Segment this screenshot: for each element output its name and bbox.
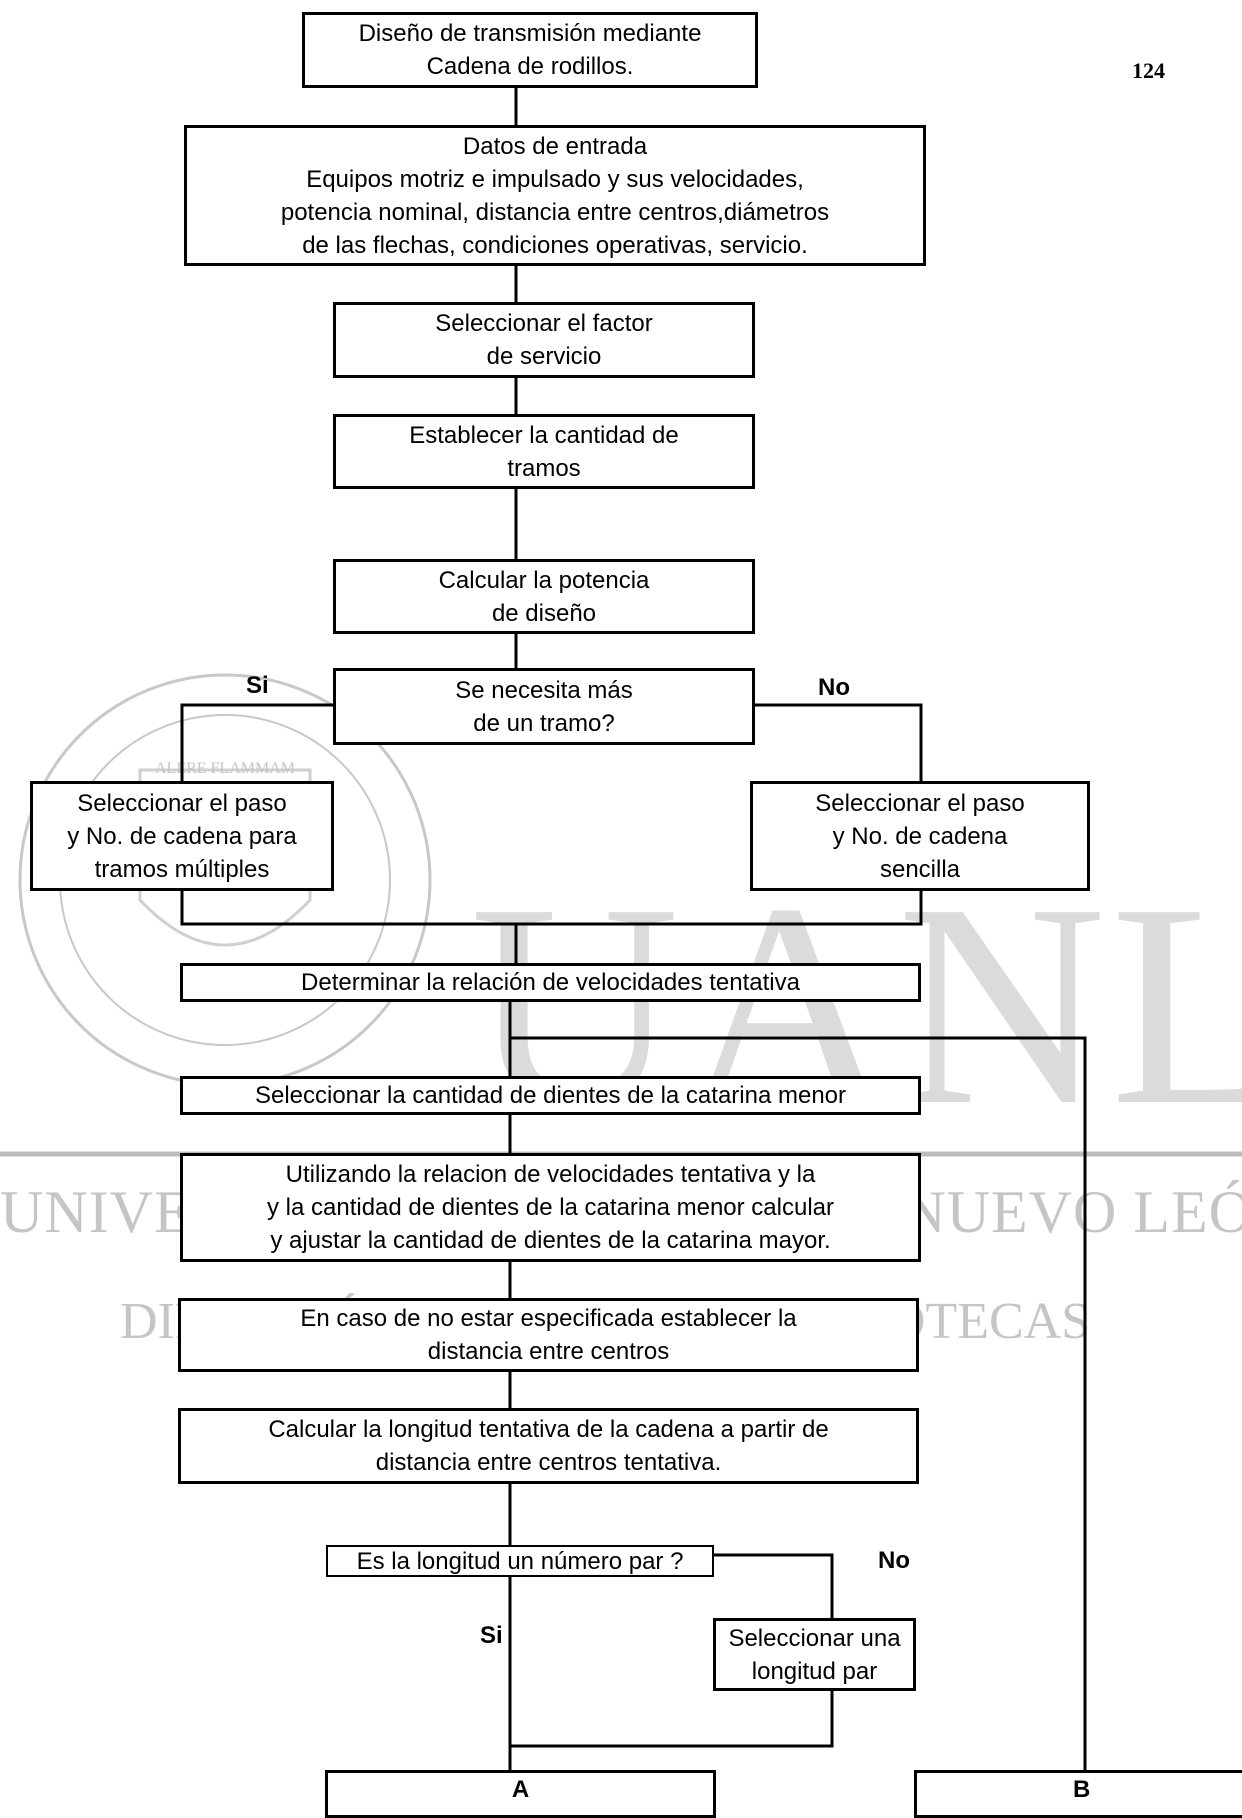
connector-b-label: B [1073, 1776, 1091, 1803]
strands-box: Establecer la cantidad de tramos [333, 414, 755, 489]
connector-b-box: B [914, 1770, 1242, 1818]
connector-a-box: A [325, 1770, 716, 1818]
input-data-box: Datos de entrada Equipos motriz e impuls… [184, 125, 926, 266]
speed-ratio-box: Determinar la relación de velocidades te… [180, 963, 921, 1002]
decision-strands-box: Se necesita más de un tramo? [333, 668, 755, 745]
center-distance-box: En caso de no estar especificada estable… [178, 1298, 919, 1372]
even-length-box: Seleccionar una longitud par [713, 1618, 916, 1691]
no-label-strands: No [818, 674, 850, 701]
small-sprocket-box: Seleccionar la cantidad de dientes de la… [180, 1076, 921, 1115]
single-strand-box: Seleccionar el paso y No. de cadena senc… [750, 781, 1090, 891]
yes-label-even: Si [480, 1622, 503, 1649]
service-factor-box: Seleccionar el factor de servicio [333, 302, 755, 378]
page-number: 124 [1132, 58, 1165, 83]
decision-even-box: Es la longitud un número par ? [326, 1545, 714, 1577]
yes-label-strands: Si [246, 672, 269, 699]
connector-a-label: A [511, 1776, 530, 1803]
large-sprocket-box: Utilizando la relacion de velocidades te… [180, 1153, 921, 1262]
chain-length-box: Calcular la longitud tentativa de la cad… [178, 1408, 919, 1484]
no-label-even: No [878, 1547, 910, 1574]
start-box: Diseño de transmisión mediante Cadena de… [302, 12, 758, 88]
multi-strand-box: Seleccionar el paso y No. de cadena para… [30, 781, 334, 891]
design-power-box: Calcular la potencia de diseño [333, 559, 755, 634]
